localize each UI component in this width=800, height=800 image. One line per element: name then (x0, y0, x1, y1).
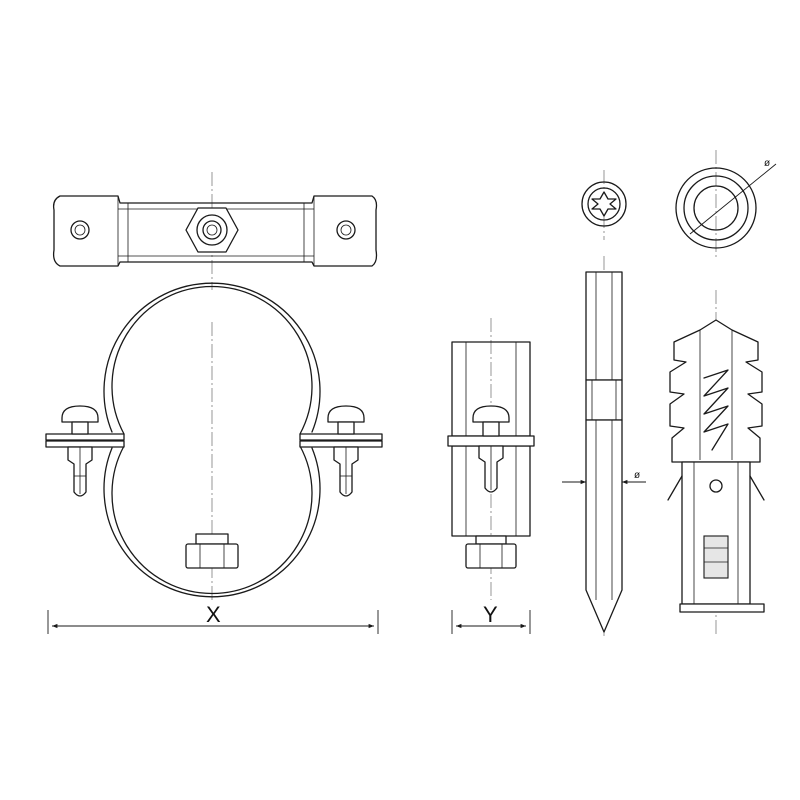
dimension-x: X (47, 602, 379, 634)
clamp-top-view (52, 172, 378, 290)
plug-top-view: ø (675, 150, 777, 260)
rod-top-view (581, 170, 627, 240)
dimension-y: Y (451, 602, 531, 634)
dimension-x-label: X (206, 602, 221, 627)
plug-diameter-symbol: ø (764, 158, 770, 169)
clamp-front-view (45, 282, 383, 600)
rod-front-view: ø (562, 256, 646, 636)
dimension-y-label: Y (483, 602, 498, 627)
plug-front-view (667, 290, 765, 636)
clamp-side-view (447, 318, 535, 600)
rod-diameter-symbol: ø (634, 470, 640, 481)
